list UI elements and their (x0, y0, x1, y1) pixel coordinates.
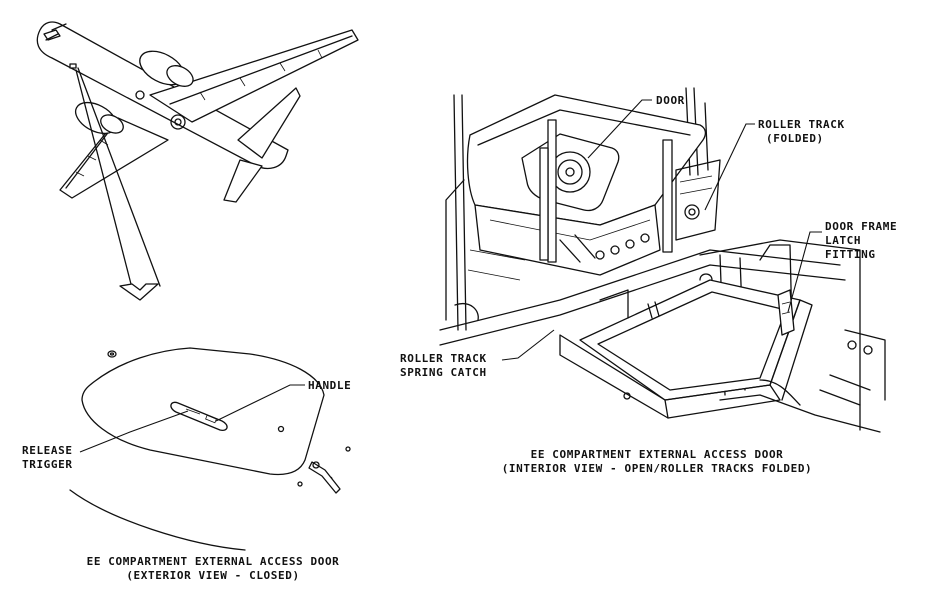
exterior-caption-line2: (EXTERIOR VIEW - CLOSED) (126, 569, 299, 582)
release-trigger-label-line1: RELEASE (22, 444, 73, 457)
door-label: DOOR (656, 94, 685, 107)
roller-track-folded-label-line1: ROLLER TRACK (758, 118, 845, 131)
exterior-door-view (69, 347, 351, 551)
exterior-caption-line1: EE COMPARTMENT EXTERNAL ACCESS DOOR (87, 555, 340, 568)
interior-caption-line2: (INTERIOR VIEW - OPEN/ROLLER TRACKS FOLD… (502, 462, 813, 475)
handle-leader (215, 384, 305, 422)
roller-track-catch-label-line1: ROLLER TRACK (400, 352, 487, 365)
door-leader (587, 99, 652, 159)
release-trigger-label-line2: TRIGGER (22, 458, 73, 471)
interior-compartment-view (439, 87, 886, 433)
airplane-illustration (36, 21, 359, 301)
door-frame-latch-label-line1: DOOR FRAME (825, 220, 897, 233)
roller-track-catch-label-line2: SPRING CATCH (400, 366, 487, 379)
interior-caption-line1: EE COMPARTMENT EXTERNAL ACCESS DOOR (531, 448, 784, 461)
roller-track-folded-leader (704, 123, 755, 211)
door-frame-latch-leader (787, 231, 822, 313)
door-frame-latch-label-line3: FITTING (825, 248, 876, 261)
roller-track-catch-leader (501, 329, 555, 361)
door-frame-latch-label-line2: LATCH (825, 234, 861, 247)
handle-label: HANDLE (308, 379, 351, 392)
release-trigger-leader (79, 410, 189, 453)
roller-track-folded-label-line2: (FOLDED) (766, 132, 824, 145)
